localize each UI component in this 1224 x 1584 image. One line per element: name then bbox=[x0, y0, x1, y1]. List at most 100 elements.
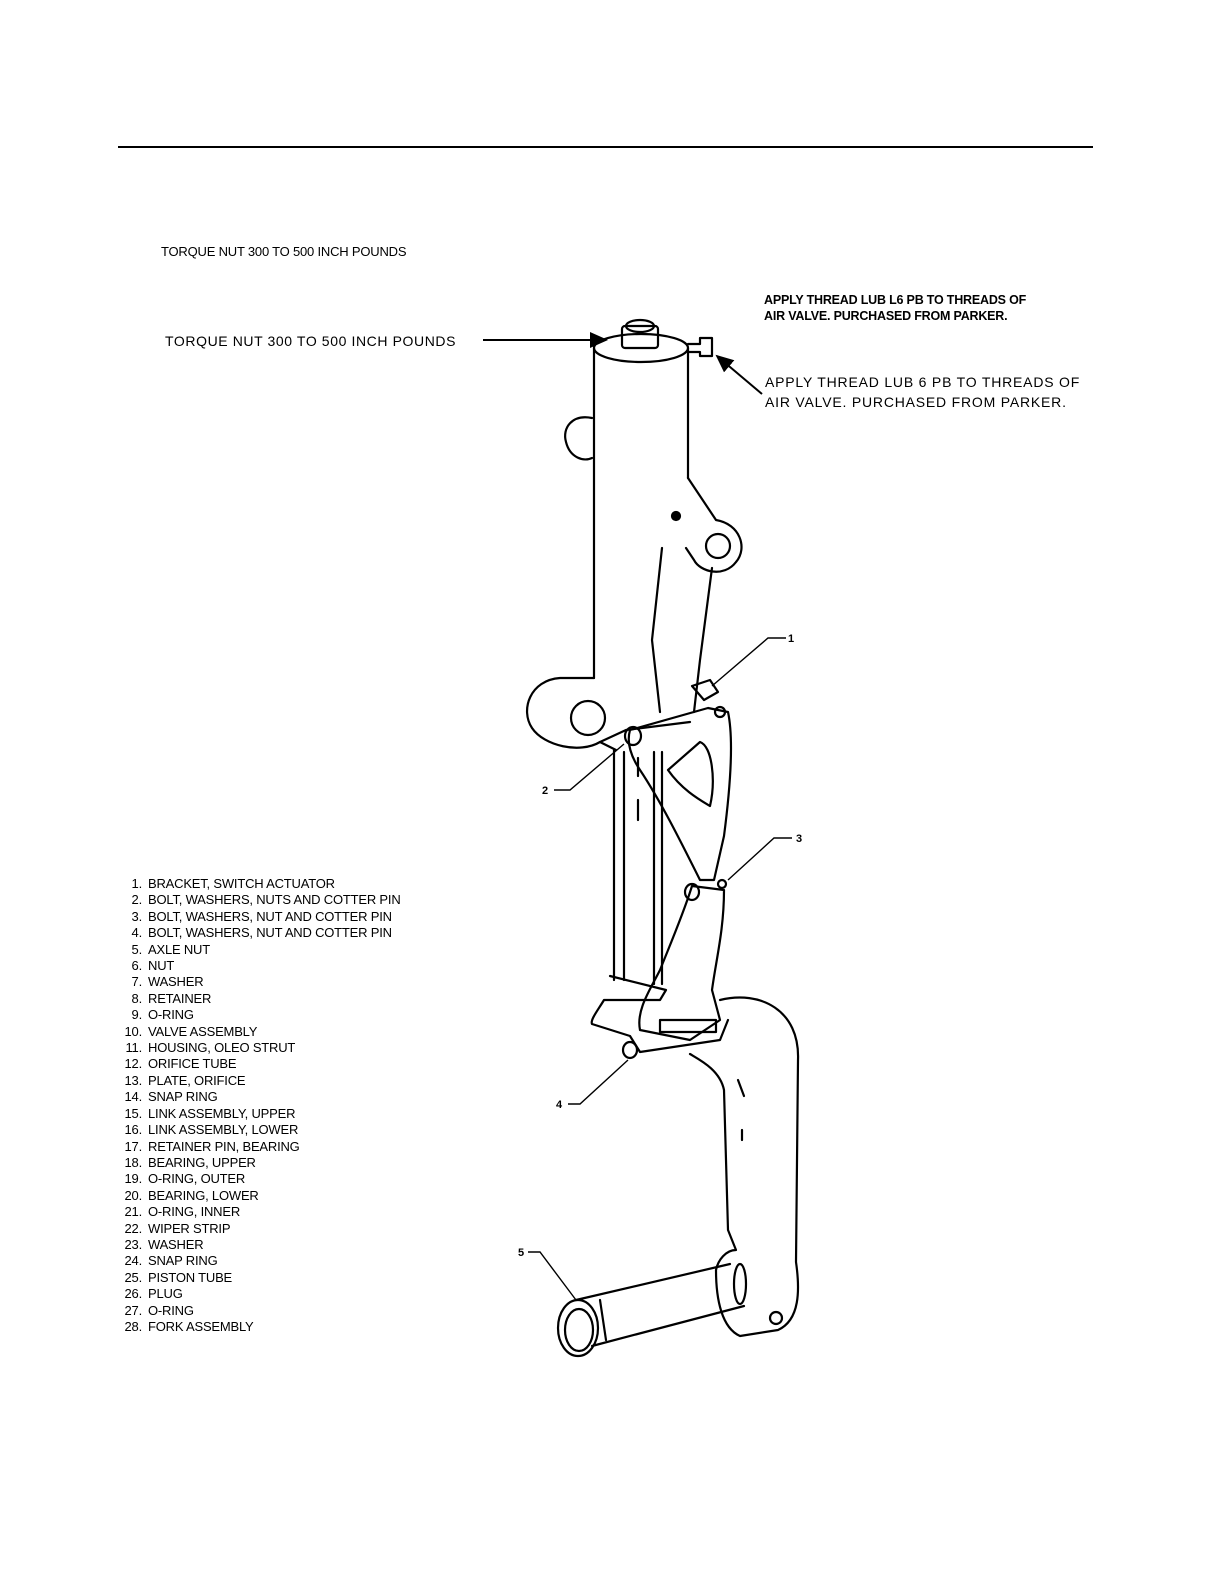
header-rule bbox=[118, 146, 1093, 148]
callout-2-label: 2 bbox=[542, 785, 548, 797]
bolt-2 bbox=[623, 725, 643, 747]
part-name: NUT bbox=[148, 958, 175, 974]
housing-lower-lug-hole bbox=[569, 699, 607, 737]
housing-oleo-strut bbox=[592, 346, 690, 680]
part-name: BRACKET, SWITCH ACTUATOR bbox=[148, 876, 335, 891]
part-number: 20. bbox=[124, 1187, 143, 1203]
parts-list-item: 2.BOLT, WASHERS, NUTS AND COTTER PIN bbox=[118, 892, 401, 908]
upper-lug-bolt-hole bbox=[670, 510, 682, 522]
part-name: SNAP RING bbox=[148, 1089, 218, 1105]
part-name: PLATE, ORIFICE bbox=[148, 1072, 246, 1088]
parts-list-item: 28. FORK ASSEMBLY bbox=[118, 1319, 401, 1335]
part-number: 3. bbox=[131, 908, 143, 924]
upper-link-arm bbox=[650, 546, 714, 714]
air-valve bbox=[686, 336, 714, 358]
part-name: BEARING, UPPER bbox=[148, 1154, 256, 1170]
callout-3-leader bbox=[727, 837, 792, 881]
callout-3-label: 3 bbox=[796, 833, 802, 845]
part-number: 11. bbox=[125, 1040, 142, 1056]
part-number: 21. bbox=[124, 1204, 143, 1220]
part-number: 12. bbox=[124, 1056, 143, 1072]
parts-list-item: 27.O-RING bbox=[118, 1303, 401, 1319]
part-name: O-RING, INNER bbox=[148, 1204, 241, 1220]
bolt-3 bbox=[683, 882, 701, 902]
parts-list-item: 8. RETAINER bbox=[118, 991, 401, 1007]
parts-list-item: 3.BOLT, WASHERS, NUT AND COTTER PIN bbox=[118, 909, 401, 925]
parts-list-item: 15.LINK ASSEMBLY, UPPER bbox=[118, 1106, 401, 1122]
part-name: AXLE NUT bbox=[148, 941, 210, 957]
part-number: 9. bbox=[131, 1007, 143, 1023]
part-number: 6. bbox=[131, 958, 143, 974]
parts-list-item: 9.O-RING bbox=[118, 1007, 401, 1023]
part-number: 8. bbox=[131, 990, 143, 1006]
part-name: SNAP RING bbox=[148, 1253, 218, 1269]
callout-4-label: 4 bbox=[556, 1099, 563, 1111]
torque-nut-top bbox=[624, 318, 656, 334]
axle-far-end bbox=[732, 1262, 748, 1306]
part-number: 18. bbox=[124, 1154, 143, 1170]
thread-lube-note-top-line2: AIR VALVE. PURCHASED FROM PARKER. bbox=[764, 309, 1008, 323]
fork-arm bbox=[688, 996, 800, 1338]
fork-arm-highlight bbox=[736, 1078, 746, 1142]
part-number: 10. bbox=[124, 1023, 143, 1039]
callout-1-leader bbox=[711, 637, 786, 687]
torque-callout-label: TORQUE NUT 300 TO 500 INCH POUNDS bbox=[165, 333, 457, 349]
fork-plug bbox=[768, 1310, 784, 1326]
axle-end-inner bbox=[563, 1307, 595, 1353]
part-number: 17. bbox=[124, 1138, 143, 1154]
part-number: 23. bbox=[124, 1236, 143, 1252]
part-number: 28. bbox=[124, 1318, 143, 1334]
part-name: PLUG bbox=[148, 1286, 183, 1302]
bolt-3-right bbox=[716, 878, 728, 890]
thread-lube-callout-label: APPLY THREAD LUB 6 PB TO THREADS OF AIR … bbox=[765, 372, 1080, 412]
part-name: O-RING, OUTER bbox=[148, 1171, 246, 1187]
housing-lower-edge bbox=[598, 740, 618, 752]
parts-list-item: 17.RETAINER PIN, BEARING bbox=[118, 1139, 401, 1155]
parts-list-item: 6. NUT bbox=[118, 958, 401, 974]
part-number: 25. bbox=[124, 1269, 143, 1285]
part-name: WASHER bbox=[148, 1236, 204, 1252]
parts-list-item: 12. ORIFICE TUBE bbox=[118, 1056, 401, 1072]
parts-list-item: 11.HOUSING, OLEO STRUT bbox=[118, 1040, 401, 1056]
bracket-switch-actuator bbox=[690, 678, 720, 702]
callout-1-label: 1 bbox=[788, 633, 794, 645]
lower-link bbox=[638, 884, 726, 1042]
axle-nut-band bbox=[598, 1298, 608, 1342]
torque-nut bbox=[620, 324, 660, 350]
part-number: 13. bbox=[124, 1072, 143, 1088]
parts-list-item: 5. AXLE NUT bbox=[118, 942, 401, 958]
torque-note-top: TORQUE NUT 300 TO 500 INCH POUNDS bbox=[161, 244, 407, 259]
housing-side-boss bbox=[564, 416, 594, 461]
parts-list-item: 21. O-RING, INNER bbox=[118, 1204, 401, 1220]
part-name: VALVE ASSEMBLY bbox=[148, 1023, 258, 1039]
parts-list-item: 16.LINK ASSEMBLY, LOWER bbox=[118, 1122, 401, 1138]
upper-link-scissor bbox=[627, 706, 733, 882]
axle-end bbox=[556, 1298, 600, 1358]
parts-list-item: 14.SNAP RING bbox=[118, 1089, 401, 1105]
parts-list-item: 24.SNAP RING bbox=[118, 1253, 401, 1269]
part-name: RETAINER bbox=[148, 990, 212, 1006]
thread-lube-callout-line2: AIR VALVE. PURCHASED FROM PARKER. bbox=[765, 394, 1067, 410]
upper-lug-hole bbox=[704, 532, 732, 560]
callout-5-leader bbox=[528, 1251, 577, 1301]
part-name: LINK ASSEMBLY, LOWER bbox=[148, 1122, 299, 1138]
parts-list-item: 20. BEARING, LOWER bbox=[118, 1188, 401, 1204]
part-number: 4. bbox=[131, 925, 143, 941]
parts-list-item: 10. VALVE ASSEMBLY bbox=[118, 1024, 401, 1040]
part-number: 5. bbox=[131, 941, 143, 957]
part-name: O-RING bbox=[148, 1302, 194, 1318]
callout-5-label: 5 bbox=[518, 1247, 524, 1259]
part-name: BOLT, WASHERS, NUTS AND COTTER PIN bbox=[148, 892, 401, 908]
part-name: BOLT, WASHERS, NUT AND COTTER PIN bbox=[148, 925, 392, 941]
callout-2-leader bbox=[554, 743, 625, 791]
part-name: BEARING, LOWER bbox=[148, 1187, 259, 1203]
part-name: ORIFICE TUBE bbox=[148, 1056, 237, 1072]
parts-list-item: 7.WASHER bbox=[118, 974, 401, 990]
part-number: 26. bbox=[124, 1286, 143, 1302]
thread-lube-note-top-line1: APPLY THREAD LUB L6 PB TO THREADS OF bbox=[764, 293, 1027, 307]
bolt-4 bbox=[621, 1040, 639, 1060]
parts-list-item: 25.PISTON TUBE bbox=[118, 1270, 401, 1286]
part-name: FORK ASSEMBLY bbox=[148, 1318, 254, 1334]
